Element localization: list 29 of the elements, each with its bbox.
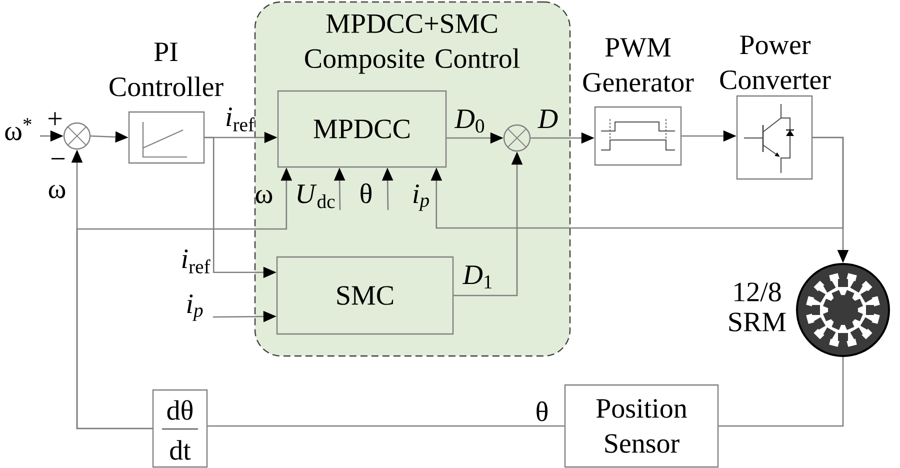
connector-line <box>208 425 564 427</box>
formula-text: dt <box>170 440 191 460</box>
block-title: PI Controller <box>110 42 224 96</box>
arrow <box>430 136 844 229</box>
edge-label: i$_{p}$ <box>414 184 429 211</box>
edge-label: θ <box>536 401 548 422</box>
edge-label: i$_{p}$ <box>187 294 203 321</box>
edge-label: ω <box>48 184 66 198</box>
process-box: Position Sensor <box>564 384 719 468</box>
connector-line <box>718 357 844 427</box>
edge-label: ω <box>256 190 272 204</box>
edge-label: ω$^{*}$ <box>5 118 32 140</box>
edge-label: U$_{dc}$ <box>298 184 335 208</box>
group-title: MPDCC+SMC Composite Control <box>305 14 520 74</box>
edge-label: i$_{ref}$ <box>226 107 255 132</box>
edge-label: D$_{0}$ <box>454 110 484 133</box>
edge-label: θ <box>360 183 372 204</box>
sign-label: + <box>48 112 62 126</box>
edge-label: D <box>538 110 558 128</box>
process-box: MPDCC <box>277 90 447 168</box>
edge-label: i$_{ref}$ <box>182 249 210 274</box>
block-title: Power Converter <box>720 36 831 90</box>
motor-label: 12/8 SRM <box>729 282 786 332</box>
edge-label: D$_{1}$ <box>462 266 492 288</box>
summing-junction <box>503 124 531 152</box>
block-title: PWM Generator <box>583 38 694 92</box>
formula-text: dθ <box>167 400 193 420</box>
sign-label: − <box>52 158 65 160</box>
process-box: SMC <box>276 256 454 335</box>
